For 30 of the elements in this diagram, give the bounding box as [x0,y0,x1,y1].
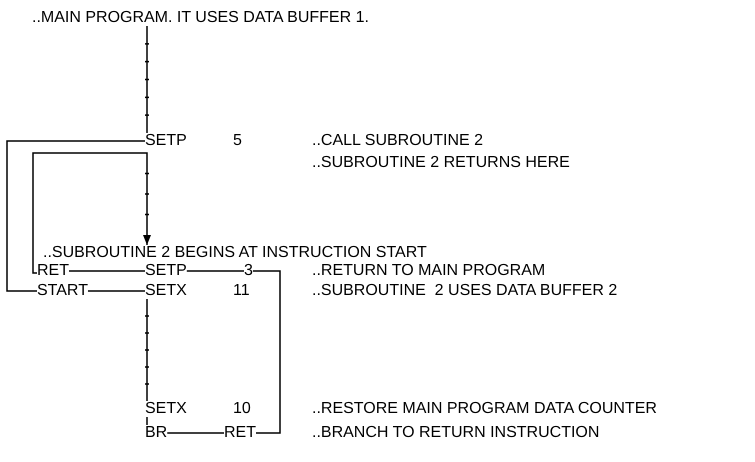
instruction-text: SETX [145,401,187,417]
label-text: START [37,283,88,299]
flow-line [186,270,244,272]
flow-line [144,298,150,402]
operand-text: RET [224,425,256,441]
operand-text: 5 [233,133,242,149]
comment-text: ..SUBROUTINE 2 USES DATA BUFFER 2 [312,283,618,299]
flow-line [167,432,224,434]
comment-text: ..SUBROUTINE 2 BEGINS AT INSTRUCTION START [43,245,427,261]
flow-line [146,417,148,425]
operand-text: 11 [233,283,250,299]
flow-line [88,290,145,292]
flow-arrow [32,152,151,274]
flow-line [144,25,150,134]
instruction-text: BR [145,425,168,441]
flow-line [6,140,145,292]
comment-text: ..BRANCH TO RETURN INSTRUCTION [312,425,600,441]
operand-text: 3 [244,263,253,279]
operand-text: 10 [233,401,251,417]
instruction-text: SETX [145,283,187,299]
label-text: RET [37,263,69,279]
comment-text: ..SUBROUTINE 2 RETURNS HERE [312,155,570,171]
comment-text: ..RETURN TO MAIN PROGRAM [312,263,546,279]
instruction-text: SETP [145,133,187,149]
instruction-text: SETP [145,263,187,279]
comment-text: ..CALL SUBROUTINE 2 [312,133,484,149]
flow-line [69,270,145,272]
comment-text: ..RESTORE MAIN PROGRAM DATA COUNTER [312,401,657,417]
flow-line [252,270,281,434]
comment-text: ..MAIN PROGRAM. IT USES DATA BUFFER 1. [32,10,369,26]
